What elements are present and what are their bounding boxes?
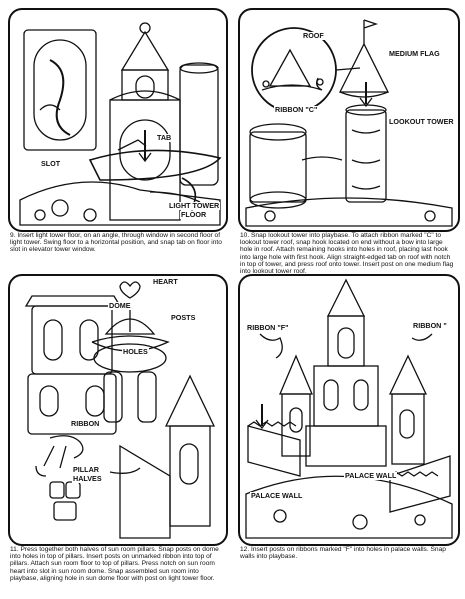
pillar-halves-label-line1: PILLAR [72,465,100,474]
ribbon-f-right-label: RIBBON " [412,321,448,330]
medium-flag-label: MEDIUM FLAG [388,49,441,58]
heart-label: HEART [152,277,179,286]
light-tower-floor-label-line1: LIGHT TOWER [168,201,221,210]
holes-label: HOLES [122,347,149,356]
light-tower-floor-label-line2: FLOOR [180,210,208,219]
posts-label: POSTS [170,313,197,322]
step-11-caption: 11. Press together both halves of sun ro… [10,546,219,582]
sun-room-drawing [24,281,216,539]
step-10-caption: 10. Snap lookout tower into playbase. To… [240,232,454,276]
step-9-caption: 9. Insert light tower floor, on an angle… [10,232,222,254]
step-12-illustration: RIBBON "F" RIBBON " PALACE WALL PALACE W… [238,274,460,546]
tab-label: TAB [156,133,173,142]
slot-label: SLOT [40,159,62,168]
palace-wall-right-label: PALACE WALL [344,471,398,480]
lookout-tower-drawing [245,19,453,227]
ribbon-f-left-label: RIBBON "F" [246,323,290,332]
dome-label: DOME [108,301,132,310]
roof-label: ROOF [302,31,325,40]
light-tower-floor-drawing [19,22,222,226]
step-9-illustration: TAB SLOT LIGHT TOWER FLOOR [8,8,228,232]
lookout-tower-label: LOOKOUT TOWER [388,117,455,126]
ribbon-label: RIBBON [70,419,101,428]
step-10-illustration: ROOF MEDIUM FLAG RIBBON "C" LOOKOUT TOWE… [238,8,460,232]
step-11-illustration: HEART DOME POSTS HOLES RIBBON PILLAR HAL… [8,274,228,546]
pillar-halves-label-line2: HALVES [72,474,103,483]
ribbon-c-label: RIBBON "C" [274,105,319,114]
palace-wall-left-label: PALACE WALL [250,491,304,500]
palace-walls-drawing [245,278,453,539]
step-12-caption: 12. Insert posts on ribbons marked "F" i… [240,546,446,561]
